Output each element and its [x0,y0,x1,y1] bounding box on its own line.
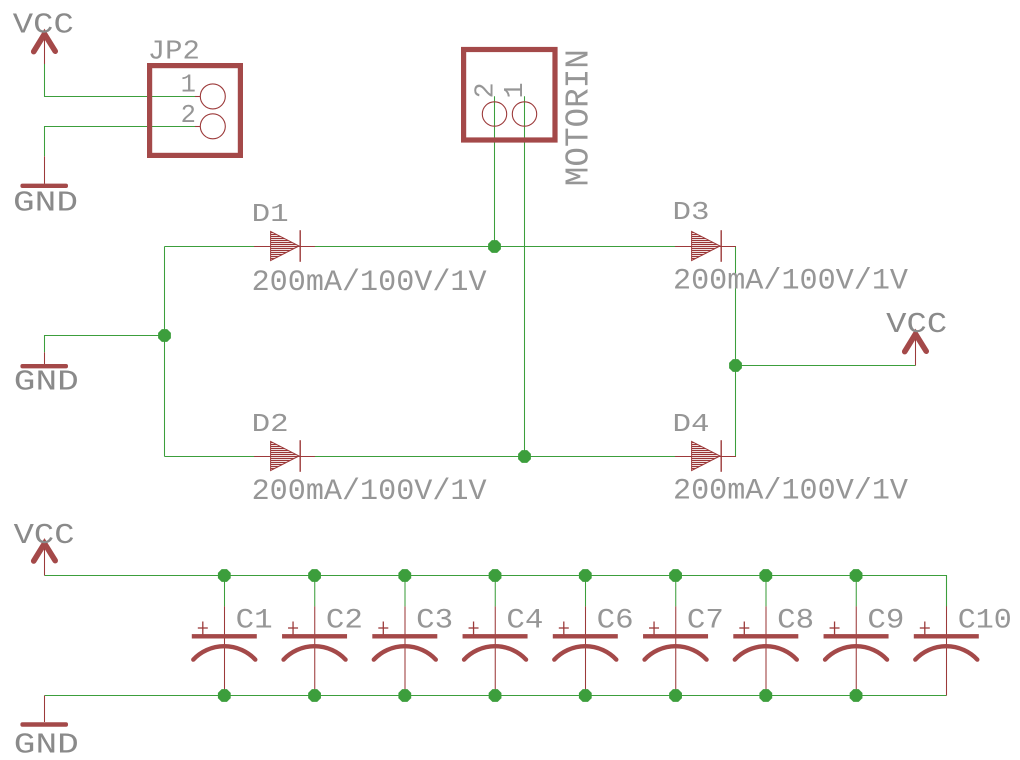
svg-text:GND: GND [14,728,79,760]
svg-text:200mA/100V/1V: 200mA/100V/1V [252,265,487,299]
svg-text:2: 2 [470,82,500,98]
svg-text:MOTORIN: MOTORIN [560,49,597,186]
svg-text:D3: D3 [673,198,710,227]
svg-text:2: 2 [181,101,196,130]
svg-text:200mA/100V/1V: 200mA/100V/1V [252,474,487,508]
svg-text:1: 1 [500,82,530,98]
svg-text:GND: GND [14,366,79,399]
svg-text:C2: C2 [326,606,363,637]
svg-text:VCC: VCC [14,519,75,552]
svg-text:C4: C4 [506,606,543,637]
svg-text:C10: C10 [958,606,1012,637]
svg-text:200mA/100V/1V: 200mA/100V/1V [673,474,908,508]
svg-text:C1: C1 [236,606,273,637]
svg-text:200mA/100V/1V: 200mA/100V/1V [673,264,908,298]
svg-text:1: 1 [181,70,196,99]
svg-text:D1: D1 [252,200,289,229]
svg-text:C9: C9 [867,606,904,637]
svg-text:C6: C6 [597,606,634,637]
svg-text:JP2: JP2 [148,37,200,67]
svg-text:D2: D2 [252,410,289,439]
svg-text:GND: GND [13,187,78,220]
svg-text:VCC: VCC [13,9,74,42]
svg-text:C8: C8 [777,606,814,637]
svg-text:C7: C7 [687,606,724,637]
svg-text:C3: C3 [416,606,453,637]
svg-text:VCC: VCC [886,308,947,341]
svg-text:D4: D4 [673,410,710,439]
